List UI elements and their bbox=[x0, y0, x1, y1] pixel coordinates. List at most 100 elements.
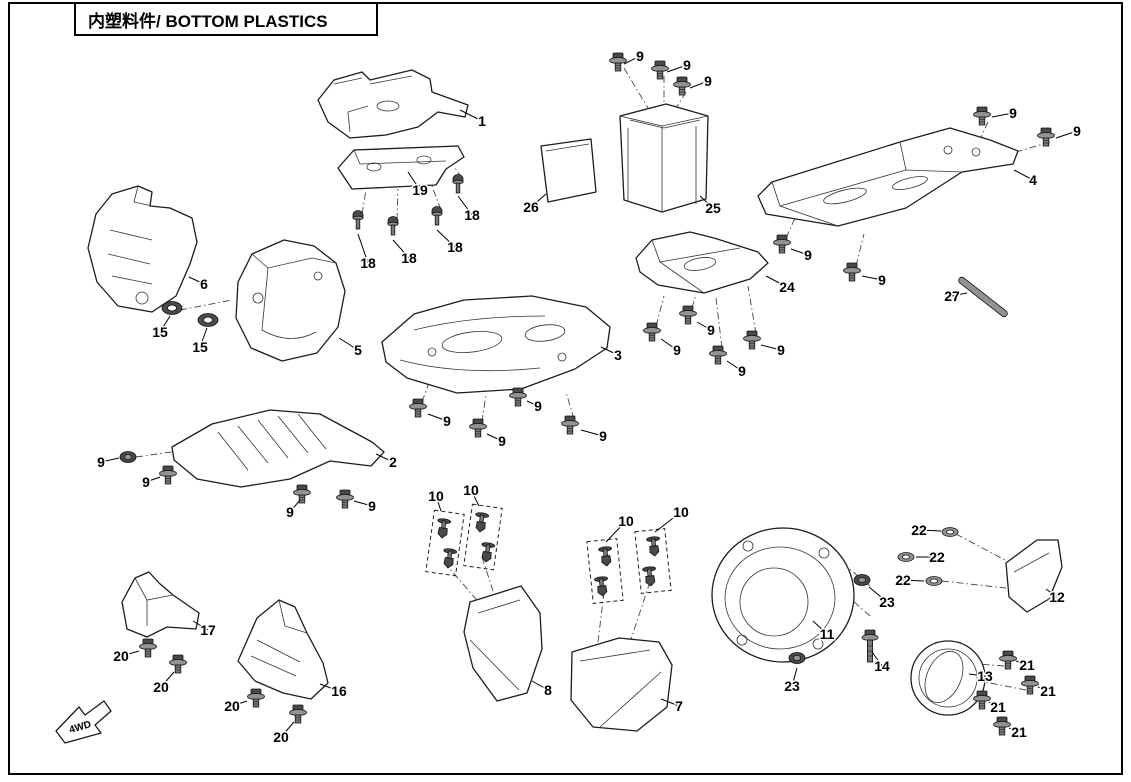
callout-15: 15 bbox=[152, 324, 168, 340]
callout-leader-9 bbox=[145, 476, 161, 483]
bolt-9-icon bbox=[159, 465, 177, 485]
callout-leader-15 bbox=[199, 327, 208, 348]
callout-leader-23 bbox=[791, 667, 798, 687]
rivet-10-icon bbox=[593, 575, 610, 598]
bolt-20-icon bbox=[169, 654, 187, 674]
bolt-21-icon bbox=[1021, 675, 1039, 695]
callout-leader-9 bbox=[660, 338, 678, 351]
callout-9: 9 bbox=[498, 433, 506, 449]
callout-21: 21 bbox=[1019, 657, 1035, 673]
callout-leader-9 bbox=[623, 55, 641, 65]
callout-leader-2 bbox=[375, 453, 394, 463]
callout-9: 9 bbox=[97, 454, 105, 470]
alignment-axes bbox=[135, 67, 1051, 691]
callout-leader-9 bbox=[580, 429, 604, 437]
callout-leader-9 bbox=[726, 360, 743, 372]
part-27 bbox=[958, 276, 1008, 318]
callout-leader-20 bbox=[231, 700, 248, 707]
callout-9: 9 bbox=[1009, 105, 1017, 121]
bolt-9-icon bbox=[561, 415, 579, 435]
callout-leader-9 bbox=[760, 344, 782, 351]
callout-22: 22 bbox=[911, 522, 927, 538]
bolt-21-icon bbox=[993, 716, 1011, 736]
rivet-box bbox=[425, 509, 465, 577]
callout-13: 13 bbox=[977, 668, 993, 684]
bolt-9-icon bbox=[469, 418, 487, 438]
callout-leader-14 bbox=[871, 651, 883, 667]
callout-leader-9 bbox=[486, 433, 503, 442]
callout-9: 9 bbox=[777, 342, 785, 358]
callout-leader-18 bbox=[457, 195, 473, 216]
bolt-9-icon bbox=[409, 398, 427, 418]
part-13 bbox=[910, 640, 986, 716]
callout-9: 9 bbox=[534, 398, 542, 414]
callout-leader-10 bbox=[605, 520, 627, 543]
callout-leader-25 bbox=[699, 195, 714, 209]
callout-9: 9 bbox=[707, 322, 715, 338]
part-17 bbox=[121, 571, 200, 638]
bolt-9-icon bbox=[293, 484, 311, 504]
part-24 bbox=[635, 231, 769, 294]
callout-19: 19 bbox=[412, 182, 428, 198]
diagram-title-text: 内塑料件/ BOTTOM PLASTICS bbox=[88, 11, 328, 31]
page-border bbox=[8, 2, 1123, 775]
callout-leader-8 bbox=[531, 680, 549, 691]
grommet-15-icon bbox=[197, 313, 219, 327]
callout-11: 11 bbox=[820, 626, 835, 642]
callout-2: 2 bbox=[389, 454, 397, 470]
callout-9: 9 bbox=[599, 428, 607, 444]
callout-9: 9 bbox=[878, 272, 886, 288]
callout-9: 9 bbox=[142, 474, 150, 490]
rivet-10-icon bbox=[597, 545, 614, 568]
bolt-9-icon bbox=[679, 305, 697, 325]
callout-27: 27 bbox=[944, 288, 960, 304]
screw-18-icon bbox=[452, 174, 464, 194]
callout-20: 20 bbox=[153, 679, 169, 695]
diagram-title: 内塑料件/ BOTTOM PLASTICS bbox=[74, 2, 378, 36]
bolt-20-icon bbox=[247, 688, 265, 708]
callout-25: 25 bbox=[705, 200, 721, 216]
callout-leader-9 bbox=[689, 80, 709, 89]
callout-leader-18 bbox=[436, 229, 456, 248]
bolt-9-icon bbox=[673, 76, 691, 96]
callout-10: 10 bbox=[618, 513, 634, 529]
screw-18-icon bbox=[352, 210, 364, 230]
rivet-box bbox=[463, 503, 503, 571]
callout-16: 16 bbox=[331, 683, 347, 699]
part-3 bbox=[381, 295, 611, 394]
callout-leader-9 bbox=[353, 500, 373, 507]
callout-21: 21 bbox=[990, 699, 1006, 715]
callout-leader-3 bbox=[600, 346, 619, 356]
screw-18-icon bbox=[387, 216, 399, 236]
part-12 bbox=[1005, 539, 1063, 613]
part-7 bbox=[570, 637, 673, 732]
nut-23-icon bbox=[853, 574, 871, 586]
fasteners bbox=[119, 52, 1055, 736]
rivet-10-icon bbox=[435, 517, 452, 540]
part-8 bbox=[463, 585, 543, 702]
callout-leader-9 bbox=[526, 400, 539, 407]
callout-leader-9 bbox=[289, 499, 301, 513]
bolt-20-icon bbox=[289, 704, 307, 724]
part-19 bbox=[337, 145, 465, 190]
callout-leader-9 bbox=[666, 64, 688, 73]
part-1 bbox=[317, 69, 469, 139]
callout-17: 17 bbox=[200, 622, 216, 638]
bolt-9-icon bbox=[509, 387, 527, 407]
callout-leader-4 bbox=[1013, 169, 1034, 181]
callout-23: 23 bbox=[784, 678, 800, 694]
callout-1: 1 bbox=[478, 113, 486, 129]
rivet-10-icon bbox=[641, 565, 658, 588]
bolt-20-icon bbox=[139, 638, 157, 658]
part-26 bbox=[540, 138, 597, 203]
callout-21: 21 bbox=[1040, 683, 1056, 699]
callout-leader-9 bbox=[861, 275, 883, 281]
bolt-9-icon bbox=[1037, 127, 1055, 147]
callout-9: 9 bbox=[443, 413, 451, 429]
callout-10: 10 bbox=[673, 504, 689, 520]
callout-18: 18 bbox=[360, 255, 376, 271]
callout-leader-16 bbox=[319, 683, 340, 692]
